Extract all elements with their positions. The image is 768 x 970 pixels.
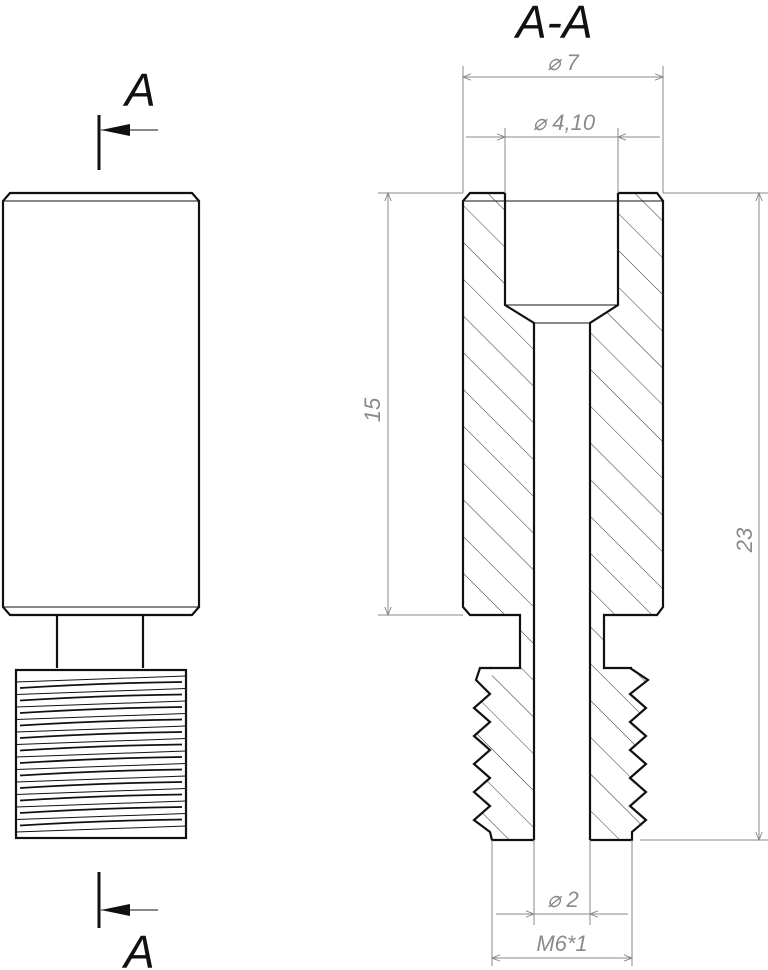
thread-crest-line	[15, 763, 187, 770]
channel-diameter-label: ⌀ 2	[547, 887, 579, 912]
thread-root-line	[19, 756, 183, 764]
section-material	[463, 193, 663, 840]
thread	[14, 668, 188, 840]
thread-crest-line	[15, 675, 187, 683]
thread-crest-line	[15, 775, 187, 783]
total-length-label: 23	[732, 527, 757, 553]
dim-outer-diameter: ⌀ 7	[463, 50, 663, 193]
thread-crest-line	[15, 813, 187, 820]
dim-total-length: 23	[640, 193, 768, 840]
thread-root-line	[19, 718, 183, 727]
section-outline	[461, 191, 665, 842]
neck	[55, 615, 145, 668]
dim-bore-diameter: ⌀ 4,10	[466, 110, 660, 193]
thread-root-line	[19, 731, 183, 739]
thread-label: M6*1	[536, 931, 587, 956]
section-title: A-A	[513, 0, 593, 48]
thread-crest-line	[15, 713, 187, 720]
thread-root-line	[19, 806, 183, 814]
section-mark-top	[97, 115, 158, 170]
outer-diameter-label: ⌀ 7	[547, 50, 579, 75]
thread-root-line	[19, 818, 183, 827]
thread-root-line	[19, 781, 183, 789]
thread-crest-line	[15, 700, 187, 708]
thread-crest-line	[15, 688, 187, 695]
thread-root-line	[19, 693, 183, 702]
bore-diameter-label: ⌀ 4,10	[533, 110, 596, 135]
thread-crest-line	[15, 788, 187, 795]
thread-crest-line	[15, 825, 187, 833]
thread-root-line	[19, 768, 183, 777]
external-view	[1, 191, 201, 840]
thread-root-line	[19, 681, 183, 689]
cut-label-bottom: A	[121, 926, 155, 970]
thread-root-line	[19, 793, 183, 802]
thread-crest-line	[15, 738, 187, 745]
bore-depth-label: 15	[360, 397, 385, 422]
dim-bore-depth: 15	[360, 193, 463, 615]
thread-root-line	[19, 743, 183, 752]
thread-crest-line	[15, 750, 187, 758]
dim-thread: M6*1	[492, 840, 632, 966]
dim-channel-diameter: ⌀ 2	[496, 840, 628, 925]
thread-crest-line	[15, 800, 187, 808]
section-mark-bottom	[97, 872, 158, 928]
thread-crest-line	[15, 725, 187, 733]
cylinder-body	[1, 191, 201, 617]
cut-label-top: A	[122, 64, 156, 116]
thread-root-line	[19, 706, 183, 714]
